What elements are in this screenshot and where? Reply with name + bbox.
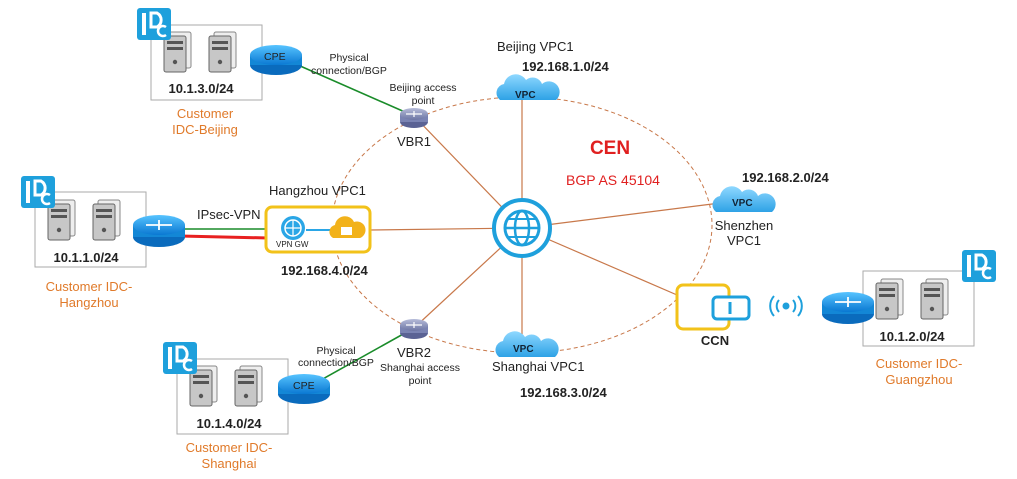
idc-beijing-name-1: Customer: [176, 106, 234, 121]
shanghai-vpc-cloud-icon: [495, 331, 559, 357]
idc-hangzhou-name-1: Customer IDC-: [45, 279, 133, 294]
vpc-cloud-icon: [329, 216, 366, 238]
cpe-router-icon: [250, 45, 302, 75]
cpe-router-icon: [278, 374, 330, 404]
hangzhou-vpc-cidr: 192.168.4.0/24: [281, 263, 368, 278]
shanghai-vpc-name: Shanghai VPC1: [492, 359, 585, 374]
idc-badge-icon: [163, 342, 197, 374]
idc-hangzhou-cidr: 10.1.1.0/24: [53, 250, 119, 265]
ccn-label: CCN: [700, 333, 730, 348]
link-cpe-shanghai-vbr2: [311, 327, 415, 386]
physical-bj-2: connection/BGP: [311, 65, 387, 77]
idc-hangzhou-name-2: Hangzhou: [59, 295, 119, 310]
vpc-badge-shenzhen: VPC: [732, 198, 753, 209]
ipsec-vpn-label: IPsec-VPN: [197, 207, 261, 222]
cpe-label-shanghai: CPE: [293, 380, 315, 392]
idc-badge-icon: [21, 176, 55, 208]
vbr2-access-2: point: [408, 375, 432, 387]
vbr1-name: VBR1: [397, 134, 431, 149]
link-cpe-beijing-vbr1: [281, 57, 415, 117]
idc-shanghai-name-1: Customer IDC-: [185, 440, 273, 455]
vpc-badge-shanghai: VPC: [513, 344, 534, 355]
physical-sh-1: Physical: [316, 345, 356, 357]
idc-guangzhou-cidr: 10.1.2.0/24: [879, 329, 945, 344]
vpn-gw-label: VPN GW: [276, 240, 309, 249]
beijing-vpc-cidr: 192.168.1.0/24: [522, 59, 609, 74]
idc-badge-icon: [962, 250, 996, 282]
shenzhen-vpc-name-1: Shenzhen: [714, 218, 774, 233]
vbr2-name: VBR2: [397, 345, 431, 360]
physical-sh-2: connection/BGP: [298, 357, 374, 369]
vpn-gateway-icon: [281, 216, 305, 240]
router-icon: [822, 292, 874, 324]
vbr1-access-1: Beijing access: [389, 82, 457, 94]
cen-title: CEN: [589, 138, 631, 159]
idc-guangzhou-name-2: Guangzhou: [885, 372, 953, 387]
vbr1-access-2: point: [411, 95, 435, 107]
beijing-vpc-cloud-icon: [496, 74, 560, 100]
shenzhen-vpc-cloud-icon: [712, 186, 776, 212]
idc-shanghai-name-2: Shanghai: [201, 456, 257, 471]
shanghai-vpc-cidr: 192.168.3.0/24: [520, 385, 607, 400]
vpc-badge-beijing: VPC: [515, 90, 536, 101]
link-cen-shenzhen-vpc: [521, 201, 729, 229]
shenzhen-vpc-cidr: 192.168.2.0/24: [742, 170, 829, 185]
idc-shanghai-cidr: 10.1.4.0/24: [196, 416, 262, 431]
physical-bj-1: Physical: [329, 52, 369, 64]
cen-bgp-as: BGP AS 45104: [566, 172, 660, 188]
shenzhen-vpc-name-2: VPC1: [727, 233, 761, 248]
idc-guangzhou-name-1: Customer IDC-: [875, 356, 963, 371]
ccn-device-icon: [711, 295, 751, 321]
router-icon: [133, 215, 185, 247]
ipsec-arrow: [179, 234, 269, 240]
idc-badge-icon: [137, 8, 171, 40]
hangzhou-vpc-name: Hangzhou VPC1: [269, 183, 366, 198]
wireless-signal-icon: [769, 295, 803, 317]
beijing-vpc-name: Beijing VPC1: [497, 39, 574, 54]
vbr2-access-1: Shanghai access: [380, 362, 460, 374]
cpe-label-beijing: CPE: [264, 51, 286, 63]
cen-globe-icon: [492, 198, 552, 258]
idc-beijing-cidr: 10.1.3.0/24: [168, 81, 234, 96]
vbr2-router-icon: [400, 319, 428, 339]
idc-beijing-name-2: IDC-Beijing: [172, 122, 238, 137]
vbr1-router-icon: [400, 108, 428, 128]
